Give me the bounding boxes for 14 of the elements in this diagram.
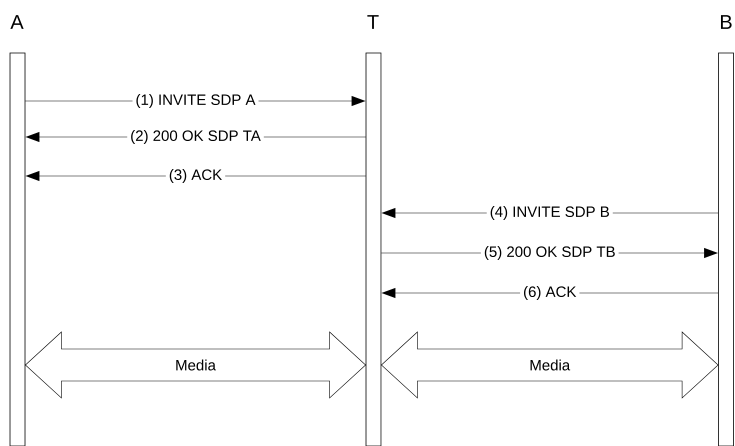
edge-label: Media [530,359,570,370]
lifeline: A [10,15,26,446]
edge-label: (2) 200 OK SDP TA [127,129,264,145]
node-label: A [10,15,24,29]
edge-label: (5) 200 OK SDP TB [480,245,619,261]
edge-label: (1) INVITE SDP A [132,93,259,109]
edge-label: (6) ACK [520,285,580,301]
lifeline: B [718,15,734,446]
node-label: B [720,15,732,29]
edge-label: (4) INVITE SDP B [486,205,613,221]
edge-label: (3) ACK [166,168,226,184]
edge-label: Media [176,359,216,370]
lifeline: T [366,15,382,446]
node-label: T [367,15,379,29]
